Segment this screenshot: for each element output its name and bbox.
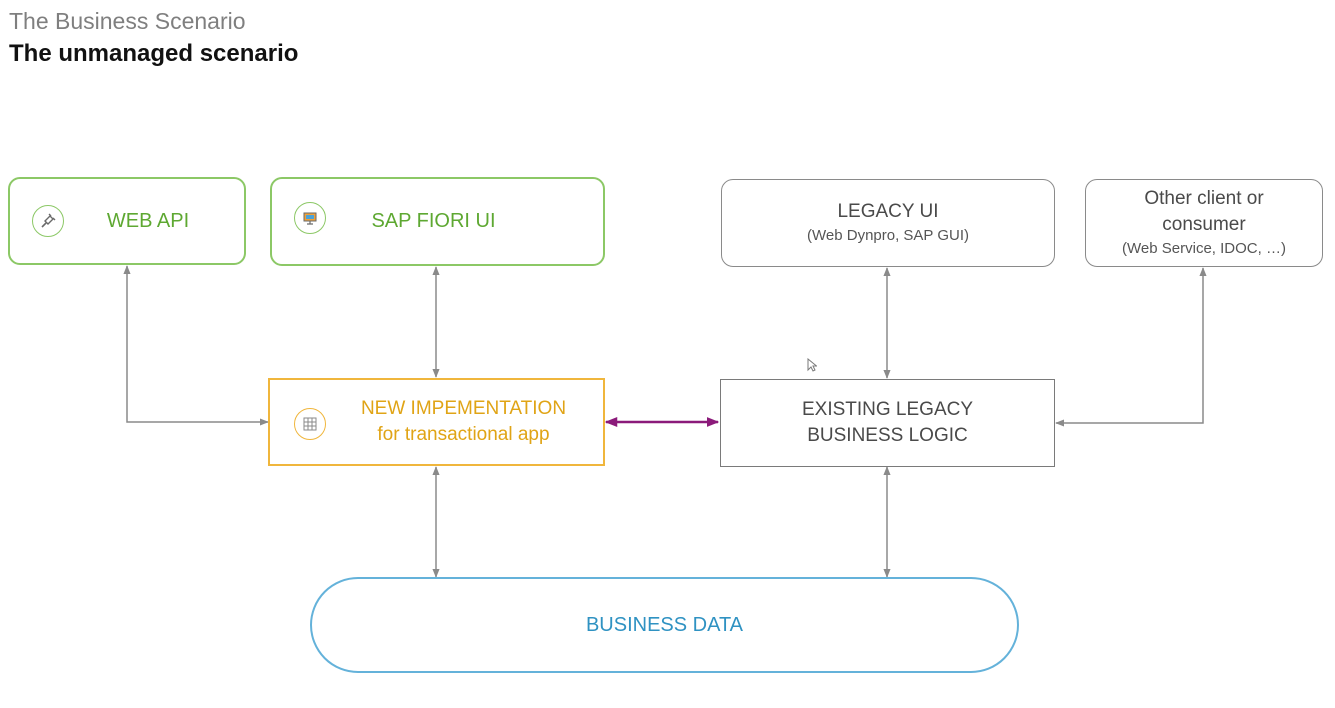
legacy-logic-label-line1: EXISTING LEGACY — [801, 399, 974, 420]
sap-fiori-box: SAP FIORI UI — [270, 177, 605, 266]
sap-fiori-label: SAP FIORI UI — [371, 210, 496, 232]
page-title: The unmanaged scenario — [9, 40, 299, 67]
web-api-label: WEB API — [106, 209, 190, 232]
new-implementation-box: NEW IMPEMENTATION for transactional app — [268, 378, 605, 466]
mouse-cursor-icon — [807, 358, 817, 372]
legacy-logic-label-line2: BUSINESS LOGIC — [807, 425, 968, 446]
grid-icon — [294, 408, 326, 440]
business-data-box: BUSINESS DATA — [310, 577, 1019, 673]
other-client-box: Other client or consumer (Web Service, I… — [1085, 179, 1323, 267]
connector-webapi-newimpl — [123, 265, 269, 426]
other-client-sublabel: (Web Service, IDOC, …) — [1122, 240, 1286, 257]
other-client-label-line1: Other client or — [1144, 188, 1264, 209]
new-implementation-label-line1: NEW IMPEMENTATION — [360, 398, 567, 419]
legacy-ui-sublabel: (Web Dynpro, SAP GUI) — [807, 227, 969, 244]
other-client-label-line2: consumer — [1162, 214, 1246, 235]
connector-otherclient-logic — [1055, 267, 1207, 427]
legacy-ui-box: LEGACY UI (Web Dynpro, SAP GUI) — [721, 179, 1055, 267]
legacy-logic-box: EXISTING LEGACY BUSINESS LOGIC — [720, 379, 1055, 467]
web-api-box: WEB API — [8, 177, 246, 265]
legacy-ui-label: LEGACY UI — [837, 201, 939, 222]
monitor-icon — [294, 202, 326, 234]
plug-icon — [32, 205, 64, 237]
business-data-label: BUSINESS DATA — [585, 613, 744, 636]
supertitle: The Business Scenario — [9, 8, 246, 34]
new-implementation-label-line2: for transactional app — [377, 424, 550, 445]
